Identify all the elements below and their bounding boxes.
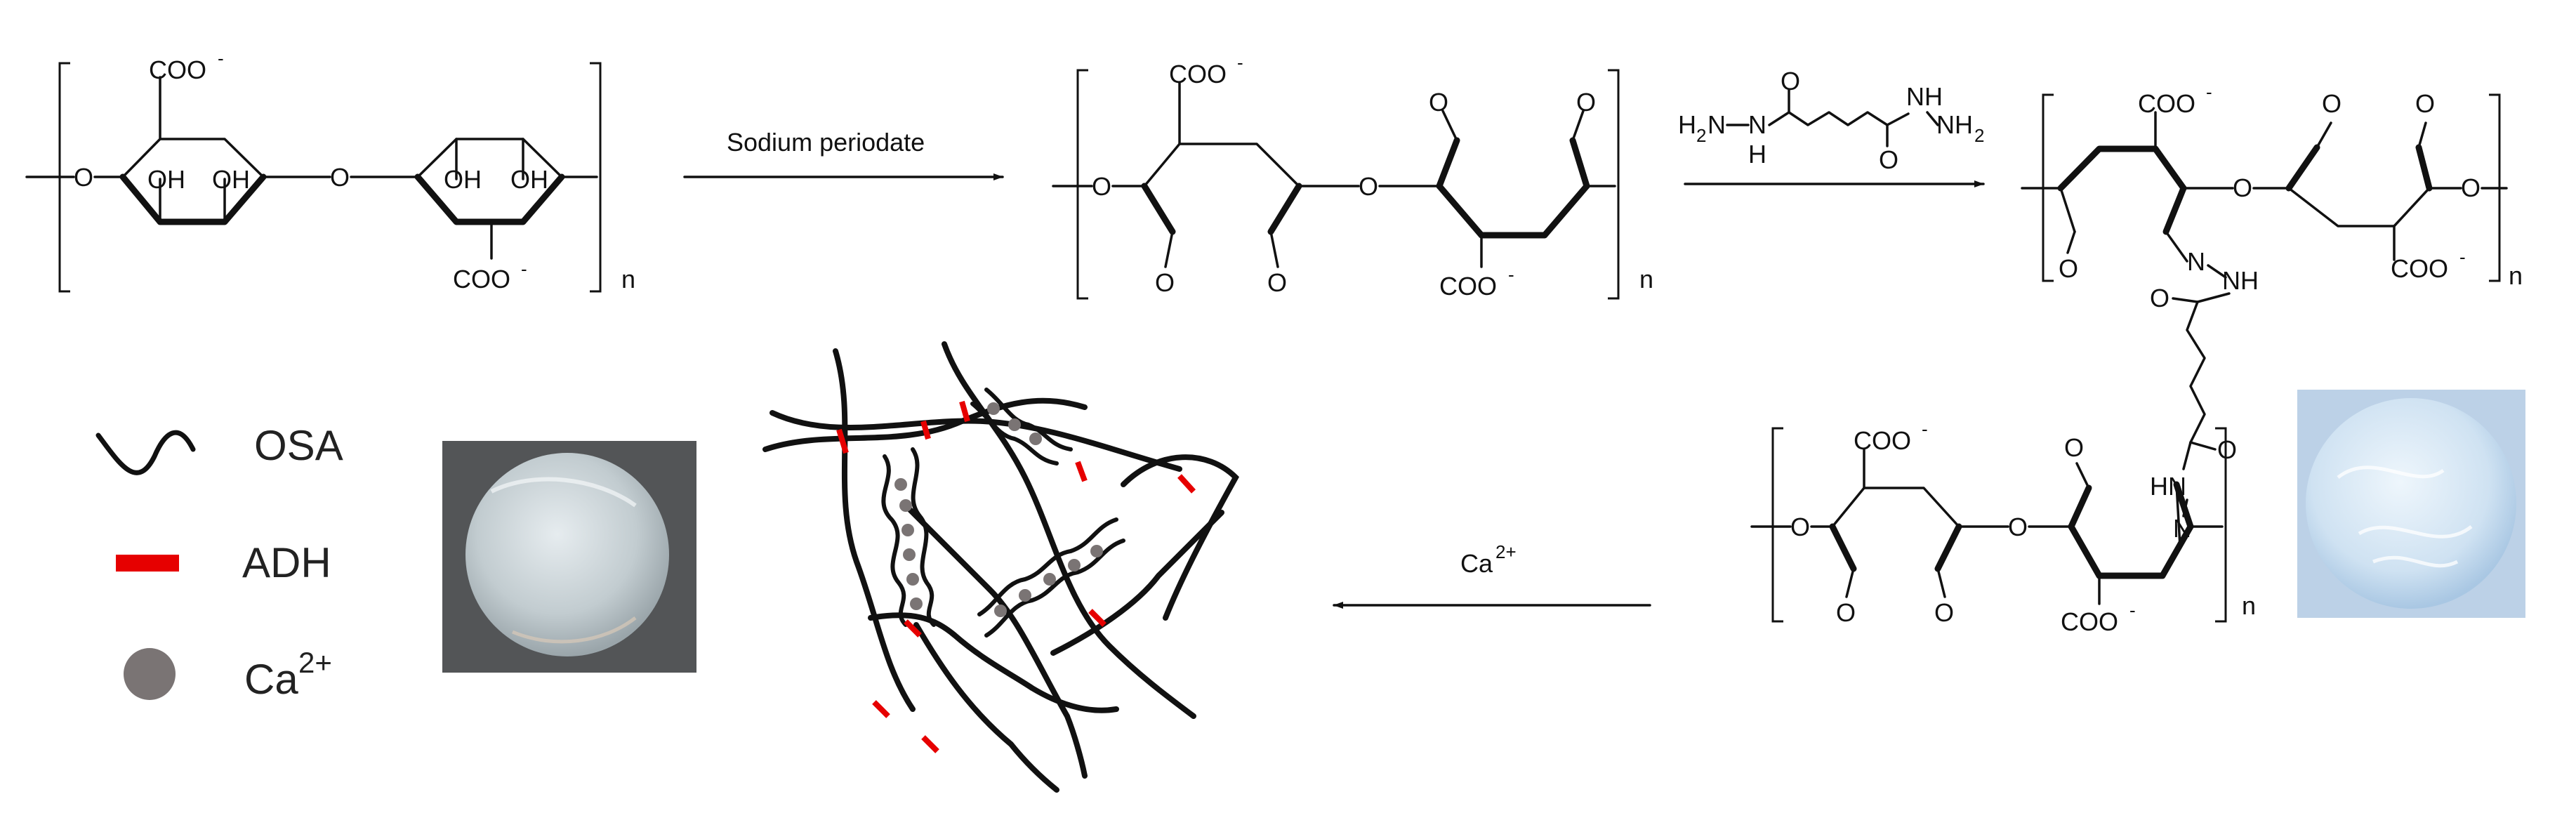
oh-label: OH: [147, 165, 185, 194]
svg-text:O: O: [2059, 254, 2078, 283]
svg-text:-: -: [2206, 81, 2212, 103]
grey-hydrogel-photo: [442, 441, 696, 673]
svg-text:O: O: [1359, 172, 1378, 201]
svg-text:-: -: [2129, 600, 2136, 621]
coo-label-top: COO: [1169, 60, 1227, 88]
svg-text:H: H: [1678, 110, 1696, 139]
svg-text:O: O: [1429, 88, 1448, 117]
coo-label-top: COO: [149, 55, 206, 84]
osa-chain: [1121, 454, 1239, 621]
right-bracket: [590, 62, 602, 293]
osa-chain: [942, 341, 1196, 719]
svg-text:N: N: [2187, 247, 2205, 276]
svg-text:-: -: [218, 48, 224, 69]
right-bracket: [1608, 69, 1620, 300]
svg-text:N: N: [1748, 110, 1766, 139]
svg-text:-: -: [2459, 246, 2466, 268]
svg-text:O: O: [1790, 513, 1810, 541]
legend: OSA ADH Ca 2+: [95, 422, 343, 703]
left-bracket: [1076, 69, 1088, 300]
svg-text:O: O: [1267, 268, 1287, 297]
svg-text:NH: NH: [1936, 110, 1973, 139]
svg-text:O: O: [2322, 89, 2341, 118]
svg-text:COO: COO: [2391, 254, 2448, 283]
alginate-structure: O COO - OH OH O OH OH COO - n: [25, 48, 635, 293]
svg-text:-: -: [1508, 264, 1514, 285]
svg-text:O: O: [1879, 145, 1898, 174]
bridge-oxygen-label: O: [330, 163, 350, 192]
osa-structure: O COO - O O O O O COO - n: [1052, 52, 1653, 301]
legend-label-ca: Ca: [244, 656, 298, 703]
svg-text:2+: 2+: [1495, 541, 1517, 562]
calcium-dot-icon: [124, 648, 176, 700]
svg-text:COO: COO: [2138, 89, 2195, 118]
svg-text:H: H: [1748, 140, 1766, 169]
osa-chain: [770, 410, 1182, 472]
svg-text:O: O: [2008, 513, 2028, 541]
svg-text:-: -: [521, 258, 527, 279]
right-bracket: [2215, 427, 2227, 623]
svg-text:NH: NH: [1906, 82, 1943, 111]
svg-text:2: 2: [1974, 125, 1984, 146]
left-bracket: [1771, 427, 1783, 623]
svg-text:O: O: [2461, 173, 2481, 202]
svg-text:O: O: [1781, 67, 1800, 95]
calcium-ions: [894, 478, 923, 610]
adh-reaction-arrow: H 2 N N H O O NH NH 2: [1678, 67, 1985, 187]
svg-text:O: O: [2217, 435, 2237, 464]
periodate-reaction-arrow: Sodium periodate: [683, 128, 1004, 180]
adh-reagent-structure: H 2 N N H O O NH NH 2: [1678, 67, 1984, 174]
osa-chain: [913, 622, 1059, 793]
svg-text:n: n: [2509, 261, 2523, 290]
svg-text:O: O: [2233, 173, 2252, 202]
calcium-ions: [994, 545, 1103, 617]
coo-label-bottom: COO: [453, 265, 510, 293]
oh-label: OH: [212, 165, 250, 194]
adh-crosslinks: [836, 400, 1196, 753]
svg-text:COO: COO: [2061, 607, 2118, 636]
svg-text:n: n: [2242, 591, 2256, 620]
calcium-ions: [987, 402, 1042, 445]
osa-chain: [762, 397, 1088, 452]
svg-text:O: O: [1576, 88, 1596, 117]
svg-text:2+: 2+: [298, 646, 332, 679]
legend-label-osa: OSA: [254, 422, 343, 469]
end-oxygen-label: O: [74, 163, 93, 192]
svg-text:COO: COO: [1854, 426, 1911, 455]
oh-label: OH: [444, 165, 482, 194]
legend-label-adh: ADH: [242, 539, 331, 586]
reagent-label: Sodium periodate: [727, 128, 925, 157]
svg-text:O: O: [1934, 598, 1954, 627]
blue-hydrogel-photo: [2297, 390, 2525, 618]
repeat-n-label: n: [621, 265, 635, 293]
hydrogel-network: [762, 341, 1239, 793]
osa-chain: [833, 348, 916, 712]
ca-label: Ca: [1460, 549, 1493, 578]
svg-text:O: O: [2415, 89, 2435, 118]
calcium-reaction-arrow: Ca 2+: [1333, 541, 1651, 609]
osa-wave-icon: [95, 430, 196, 475]
svg-text:O: O: [1836, 598, 1856, 627]
svg-text:N: N: [1708, 110, 1726, 139]
svg-text:NH: NH: [2222, 266, 2259, 295]
svg-text:-: -: [1922, 418, 1928, 440]
osa-chain: [1050, 510, 1224, 656]
crosslinked-product-structure: COO - O N NH O O O COO - O n O O HN: [1750, 81, 2523, 636]
oh-label: OH: [510, 165, 548, 194]
adh-bar-icon: [116, 555, 179, 572]
repeat-n-label: n: [1639, 265, 1653, 293]
coo-label-bottom: COO: [1439, 272, 1497, 301]
svg-text:O: O: [1092, 172, 1111, 201]
osa-chain: [903, 503, 1088, 779]
svg-text:O: O: [2150, 284, 2169, 312]
osa-chain: [868, 612, 1119, 713]
svg-text:-: -: [1237, 52, 1243, 73]
svg-text:O: O: [2064, 433, 2084, 462]
svg-text:O: O: [1155, 268, 1175, 297]
svg-text:2: 2: [1696, 125, 1706, 146]
